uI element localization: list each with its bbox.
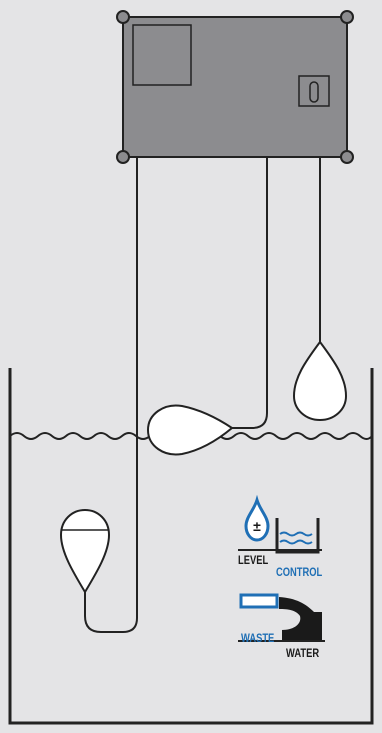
waste-label: WASTE — [241, 631, 275, 645]
cable-low-float — [84, 157, 138, 633]
control-panel — [116, 10, 354, 164]
pipe-icon — [239, 593, 279, 609]
mount-ear-bottom-left — [116, 150, 130, 164]
mount-ear-top-right — [340, 10, 354, 24]
float-switch-high — [292, 340, 348, 422]
water-label: WATER — [286, 646, 320, 660]
cable-mid-float — [232, 157, 268, 429]
panel-switch-housing — [298, 75, 330, 107]
tank-wall — [8, 368, 374, 725]
plus-minus-icon: ± — [253, 518, 261, 534]
control-label: CONTROL — [276, 565, 323, 579]
panel-switch — [309, 81, 319, 103]
cables — [84, 157, 321, 633]
wave-icon — [279, 531, 313, 537]
panel-display-window — [132, 24, 192, 86]
outflow-icon — [279, 597, 322, 641]
waste-water-icon — [238, 593, 325, 642]
float-switch-mid — [146, 404, 234, 456]
tank-icon — [275, 518, 320, 554]
wave-icon-lower — [279, 539, 313, 545]
float-switch-low — [59, 508, 111, 594]
mount-ear-bottom-right — [340, 150, 354, 164]
mount-ear-top-left — [116, 10, 130, 24]
level-label: LEVEL — [238, 553, 269, 567]
level-control-icon: ± — [238, 494, 322, 554]
water-drop-icon — [244, 494, 270, 542]
